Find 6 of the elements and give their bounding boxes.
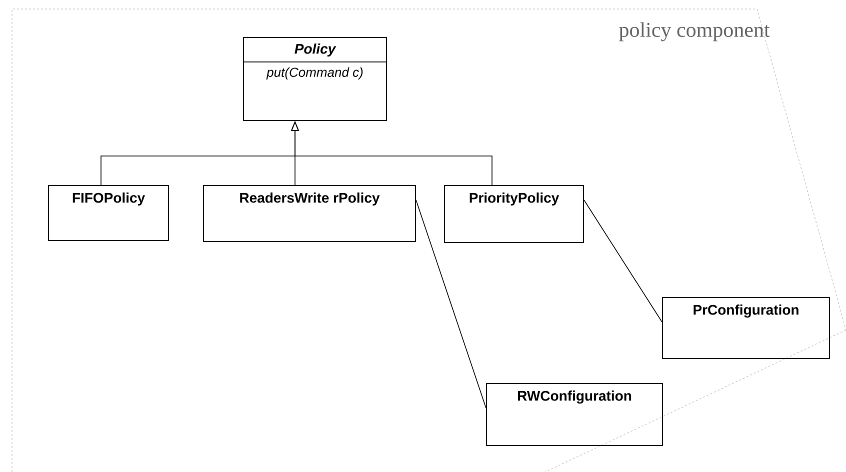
class-box: PriorityPolicy (444, 185, 584, 243)
connector (416, 200, 486, 408)
class-box: FIFOPolicy (48, 185, 169, 241)
class-box: ReadersWrite rPolicy (203, 185, 416, 242)
class-box: Policy put(Command c) (243, 37, 387, 121)
connector (584, 200, 662, 322)
